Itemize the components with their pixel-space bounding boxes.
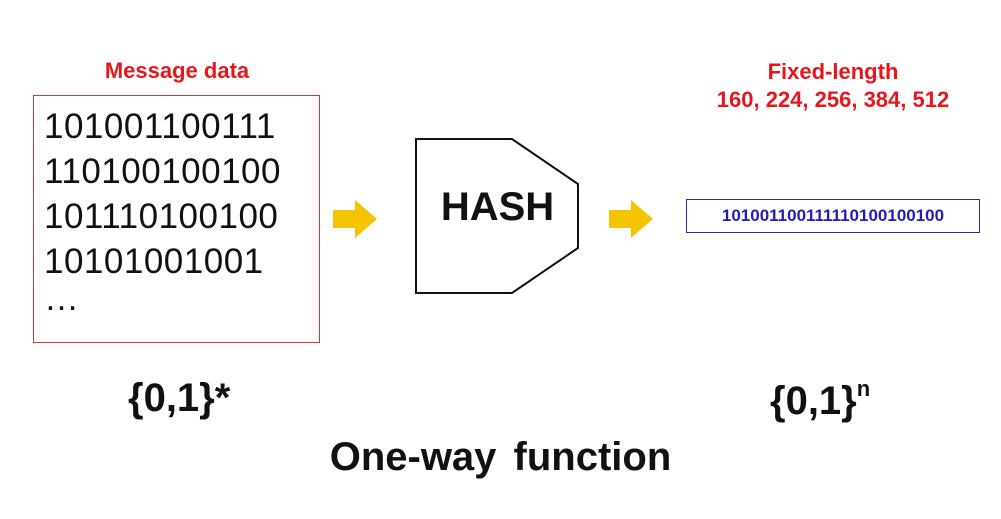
message-bit-line: 10101001001 xyxy=(44,242,264,281)
hash-function-block xyxy=(415,138,579,294)
fixed-length-title: Fixed-length xyxy=(767,59,899,84)
fixed-length-sizes: 160, 224, 256, 384, 512 xyxy=(716,87,950,112)
message-bit-line: 101110100100 xyxy=(44,197,279,236)
hash-label: HASH xyxy=(440,185,555,229)
fixed-length-label: Fixed-length 160, 224, 256, 384, 512 xyxy=(686,58,980,114)
message-data-box: 101001100111 110100100100 101110100100 1… xyxy=(33,95,320,343)
diagram-caption: One-way function xyxy=(329,435,672,479)
output-set-base: {0,1} xyxy=(770,379,857,423)
message-bit-line: 101001100111 xyxy=(44,107,276,146)
input-set-notation: {0,1}* xyxy=(128,376,231,420)
arrow-right-icon xyxy=(609,200,653,238)
arrow-right-icon xyxy=(333,200,377,238)
message-data-label: Message data xyxy=(104,58,250,83)
output-set-notation: {0,1}n xyxy=(770,376,870,424)
hash-output-box: 10100110011111010010010​0 xyxy=(686,199,980,233)
message-bits: 101001100111 110100100100 101110100100 1… xyxy=(34,96,319,318)
message-bit-line: 110100100100 xyxy=(44,152,281,191)
output-set-exponent: n xyxy=(856,376,871,401)
message-ellipsis: … xyxy=(44,279,80,318)
